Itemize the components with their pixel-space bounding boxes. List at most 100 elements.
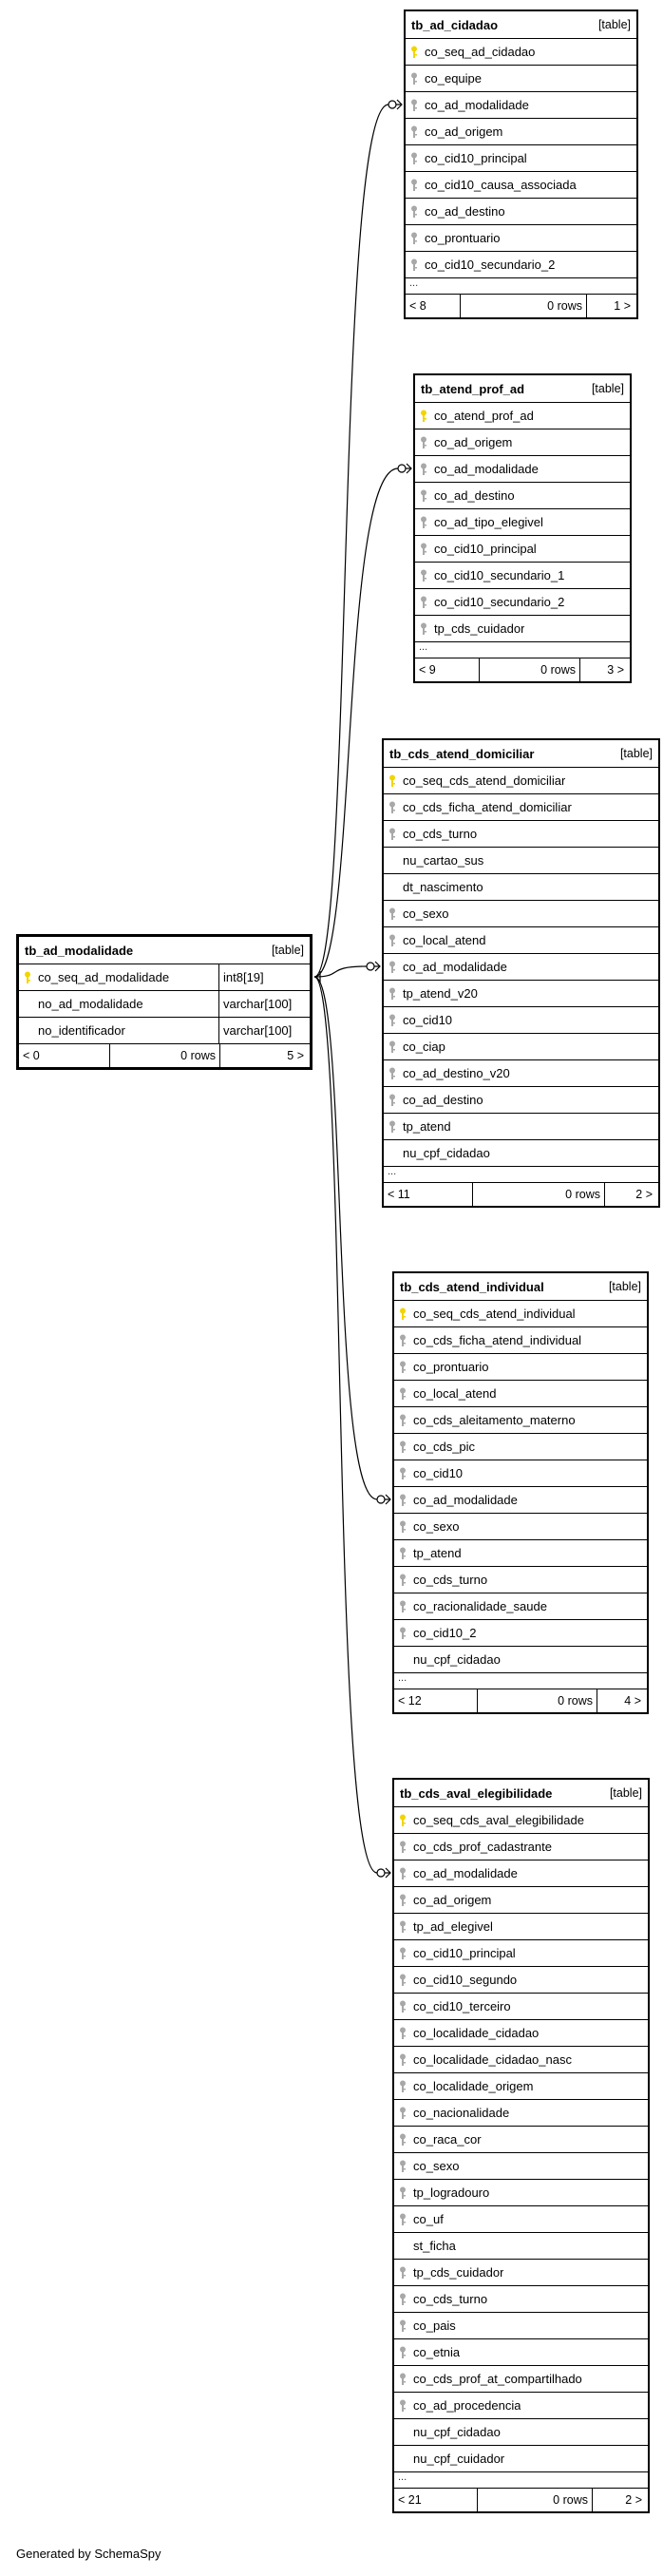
parents-link[interactable]: < 9: [415, 658, 480, 681]
column-row[interactable]: co_cds_aleitamento_materno: [394, 1407, 647, 1434]
column-row[interactable]: co_racionalidade_saude: [394, 1593, 647, 1620]
parents-link[interactable]: < 11: [384, 1183, 473, 1206]
parents-link[interactable]: < 12: [394, 1689, 478, 1712]
column-row[interactable]: nu_cartao_sus: [384, 848, 658, 874]
column-row[interactable]: co_cid10_segundo: [394, 1967, 648, 1994]
column-row[interactable]: co_cid10_secundario_2: [415, 589, 630, 616]
column-row[interactable]: co_seq_cds_atend_domiciliar: [384, 768, 658, 794]
column-row[interactable]: co_uf: [394, 2206, 648, 2233]
column-row[interactable]: co_cds_turno: [394, 1567, 647, 1593]
column-row[interactable]: tp_ad_elegivel: [394, 1914, 648, 1940]
column-row[interactable]: co_equipe: [406, 66, 636, 92]
table-tb-ad-modalidade[interactable]: tb_ad_modalidade[table]co_seq_ad_modalid…: [16, 934, 313, 1070]
column-row[interactable]: co_sexo: [394, 2153, 648, 2180]
column-row[interactable]: co_localidade_origem: [394, 2073, 648, 2100]
table-name[interactable]: tb_cds_atend_domiciliar: [389, 746, 535, 761]
column-row[interactable]: co_ad_modalidade: [406, 92, 636, 119]
column-row[interactable]: co_ad_tipo_elegivel: [415, 509, 630, 536]
column-row[interactable]: co_prontuario: [406, 225, 636, 252]
table-name[interactable]: tb_cds_aval_elegibilidade: [400, 1785, 553, 1801]
table-name[interactable]: tb_cds_atend_individual: [400, 1279, 544, 1294]
column-row[interactable]: co_ad_destino: [384, 1087, 658, 1114]
column-row[interactable]: co_sexo: [384, 901, 658, 927]
column-row[interactable]: tp_atend: [384, 1114, 658, 1140]
column-row[interactable]: co_cds_prof_cadastrante: [394, 1834, 648, 1860]
table-header[interactable]: tb_ad_cidadao[table]: [406, 11, 636, 39]
children-link[interactable]: 3 >: [607, 663, 624, 677]
parents-link[interactable]: < 0: [19, 1044, 110, 1067]
column-row[interactable]: co_cid10: [384, 1007, 658, 1034]
column-row[interactable]: co_ad_destino: [406, 199, 636, 225]
column-row[interactable]: co_cds_pic: [394, 1434, 647, 1460]
column-row[interactable]: co_cds_turno: [384, 821, 658, 848]
column-row[interactable]: co_ad_origem: [394, 1887, 648, 1914]
column-row[interactable]: co_cds_prof_at_compartilhado: [394, 2366, 648, 2393]
column-row[interactable]: co_cds_ficha_atend_individual: [394, 1327, 647, 1354]
column-row[interactable]: co_sexo: [394, 1514, 647, 1540]
column-row[interactable]: co_cid10_principal: [415, 536, 630, 563]
column-row[interactable]: co_localidade_cidadao_nasc: [394, 2047, 648, 2073]
children-link[interactable]: 2 >: [625, 2493, 642, 2507]
column-row[interactable]: nu_cpf_cidadao: [394, 2419, 648, 2446]
column-row[interactable]: co_cid10_secundario_1: [415, 563, 630, 589]
children-link[interactable]: 4 >: [624, 1694, 641, 1708]
column-row[interactable]: co_ad_modalidade: [394, 1487, 647, 1514]
children-link[interactable]: 1 >: [614, 299, 631, 313]
column-row[interactable]: co_cid10_principal: [406, 145, 636, 172]
column-row[interactable]: co_prontuario: [394, 1354, 647, 1381]
column-row[interactable]: nu_cpf_cuidador: [394, 2446, 648, 2472]
column-row[interactable]: co_cid10_2: [394, 1620, 647, 1647]
column-row[interactable]: co_nacionalidade: [394, 2100, 648, 2127]
column-row[interactable]: nu_cpf_cidadao: [384, 1140, 658, 1167]
column-row[interactable]: co_cds_turno: [394, 2286, 648, 2313]
table-header[interactable]: tb_cds_atend_domiciliar[table]: [384, 740, 658, 768]
column-row[interactable]: co_seq_ad_cidadao: [406, 39, 636, 66]
column-row[interactable]: co_ad_origem: [415, 429, 630, 456]
column-row[interactable]: co_atend_prof_ad: [415, 403, 630, 429]
column-row[interactable]: tp_cds_cuidador: [415, 616, 630, 642]
column-row[interactable]: co_ad_procedencia: [394, 2393, 648, 2419]
column-row[interactable]: nu_cpf_cidadao: [394, 1647, 647, 1673]
table-header[interactable]: tb_cds_atend_individual[table]: [394, 1273, 647, 1301]
column-row[interactable]: co_ad_origem: [406, 119, 636, 145]
column-row[interactable]: co_seq_cds_aval_elegibilidade: [394, 1807, 648, 1834]
table-header[interactable]: tb_cds_aval_elegibilidade[table]: [394, 1780, 648, 1807]
column-row[interactable]: tp_atend: [394, 1540, 647, 1567]
column-row[interactable]: co_ad_destino_v20: [384, 1060, 658, 1087]
column-row[interactable]: co_cid10_secundario_2: [406, 252, 636, 278]
table-header[interactable]: tb_atend_prof_ad[table]: [415, 375, 630, 403]
column-row[interactable]: co_seq_cds_atend_individual: [394, 1301, 647, 1327]
column-row[interactable]: co_localidade_cidadao: [394, 2020, 648, 2047]
parents-link[interactable]: < 21: [394, 2489, 478, 2511]
column-row[interactable]: co_ad_destino: [415, 483, 630, 509]
table-name[interactable]: tb_ad_cidadao: [411, 17, 499, 32]
parents-link[interactable]: < 8: [406, 295, 461, 317]
children-link[interactable]: 2 >: [635, 1188, 653, 1201]
table-tb-cds-atend-individual[interactable]: tb_cds_atend_individual[table]co_seq_cds…: [392, 1271, 649, 1714]
table-name[interactable]: tb_ad_modalidade: [25, 943, 134, 958]
column-row[interactable]: co_cds_ficha_atend_domiciliar: [384, 794, 658, 821]
column-row[interactable]: co_ad_modalidade: [384, 954, 658, 981]
column-row[interactable]: dt_nascimento: [384, 874, 658, 901]
column-row[interactable]: co_local_atend: [384, 927, 658, 954]
column-row[interactable]: co_cid10_principal: [394, 1940, 648, 1967]
column-row[interactable]: co_cid10: [394, 1460, 647, 1487]
table-name[interactable]: tb_atend_prof_ad: [421, 381, 525, 396]
column-row[interactable]: co_pais: [394, 2313, 648, 2339]
column-row[interactable]: tp_atend_v20: [384, 981, 658, 1007]
children-link[interactable]: 5 >: [287, 1049, 304, 1062]
column-row[interactable]: co_ciap: [384, 1034, 658, 1060]
column-row[interactable]: co_ad_modalidade: [415, 456, 630, 483]
column-row[interactable]: co_raca_cor: [394, 2127, 648, 2153]
column-row[interactable]: tp_logradouro: [394, 2180, 648, 2206]
table-tb-cds-atend-domiciliar[interactable]: tb_cds_atend_domiciliar[table]co_seq_cds…: [382, 738, 660, 1208]
column-row[interactable]: co_local_atend: [394, 1381, 647, 1407]
table-tb-cds-aval-elegibilidade[interactable]: tb_cds_aval_elegibilidade[table]co_seq_c…: [392, 1778, 650, 2513]
column-row[interactable]: st_ficha: [394, 2233, 648, 2260]
column-row[interactable]: co_etnia: [394, 2339, 648, 2366]
